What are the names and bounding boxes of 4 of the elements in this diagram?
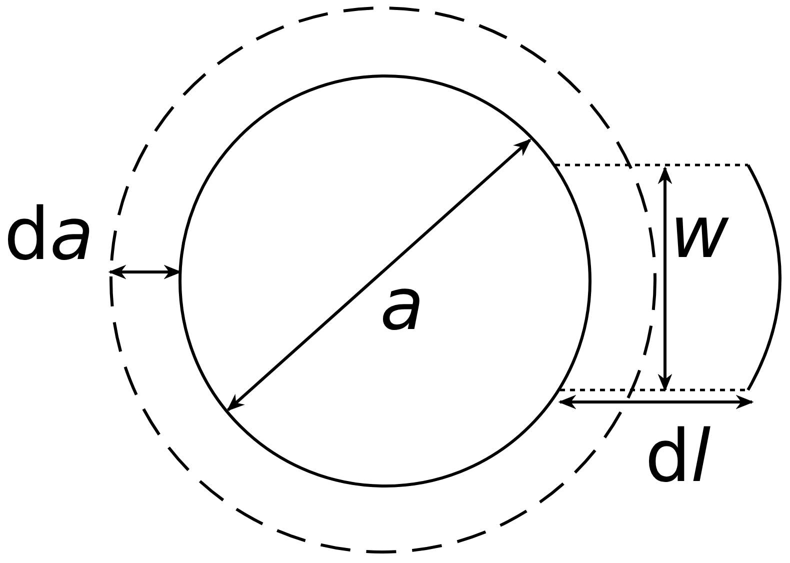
- dimension-label: da: [4, 198, 94, 270]
- dimension-label: a: [380, 268, 424, 340]
- dimension-label: dl: [645, 420, 711, 492]
- dimension-label: w: [670, 196, 729, 268]
